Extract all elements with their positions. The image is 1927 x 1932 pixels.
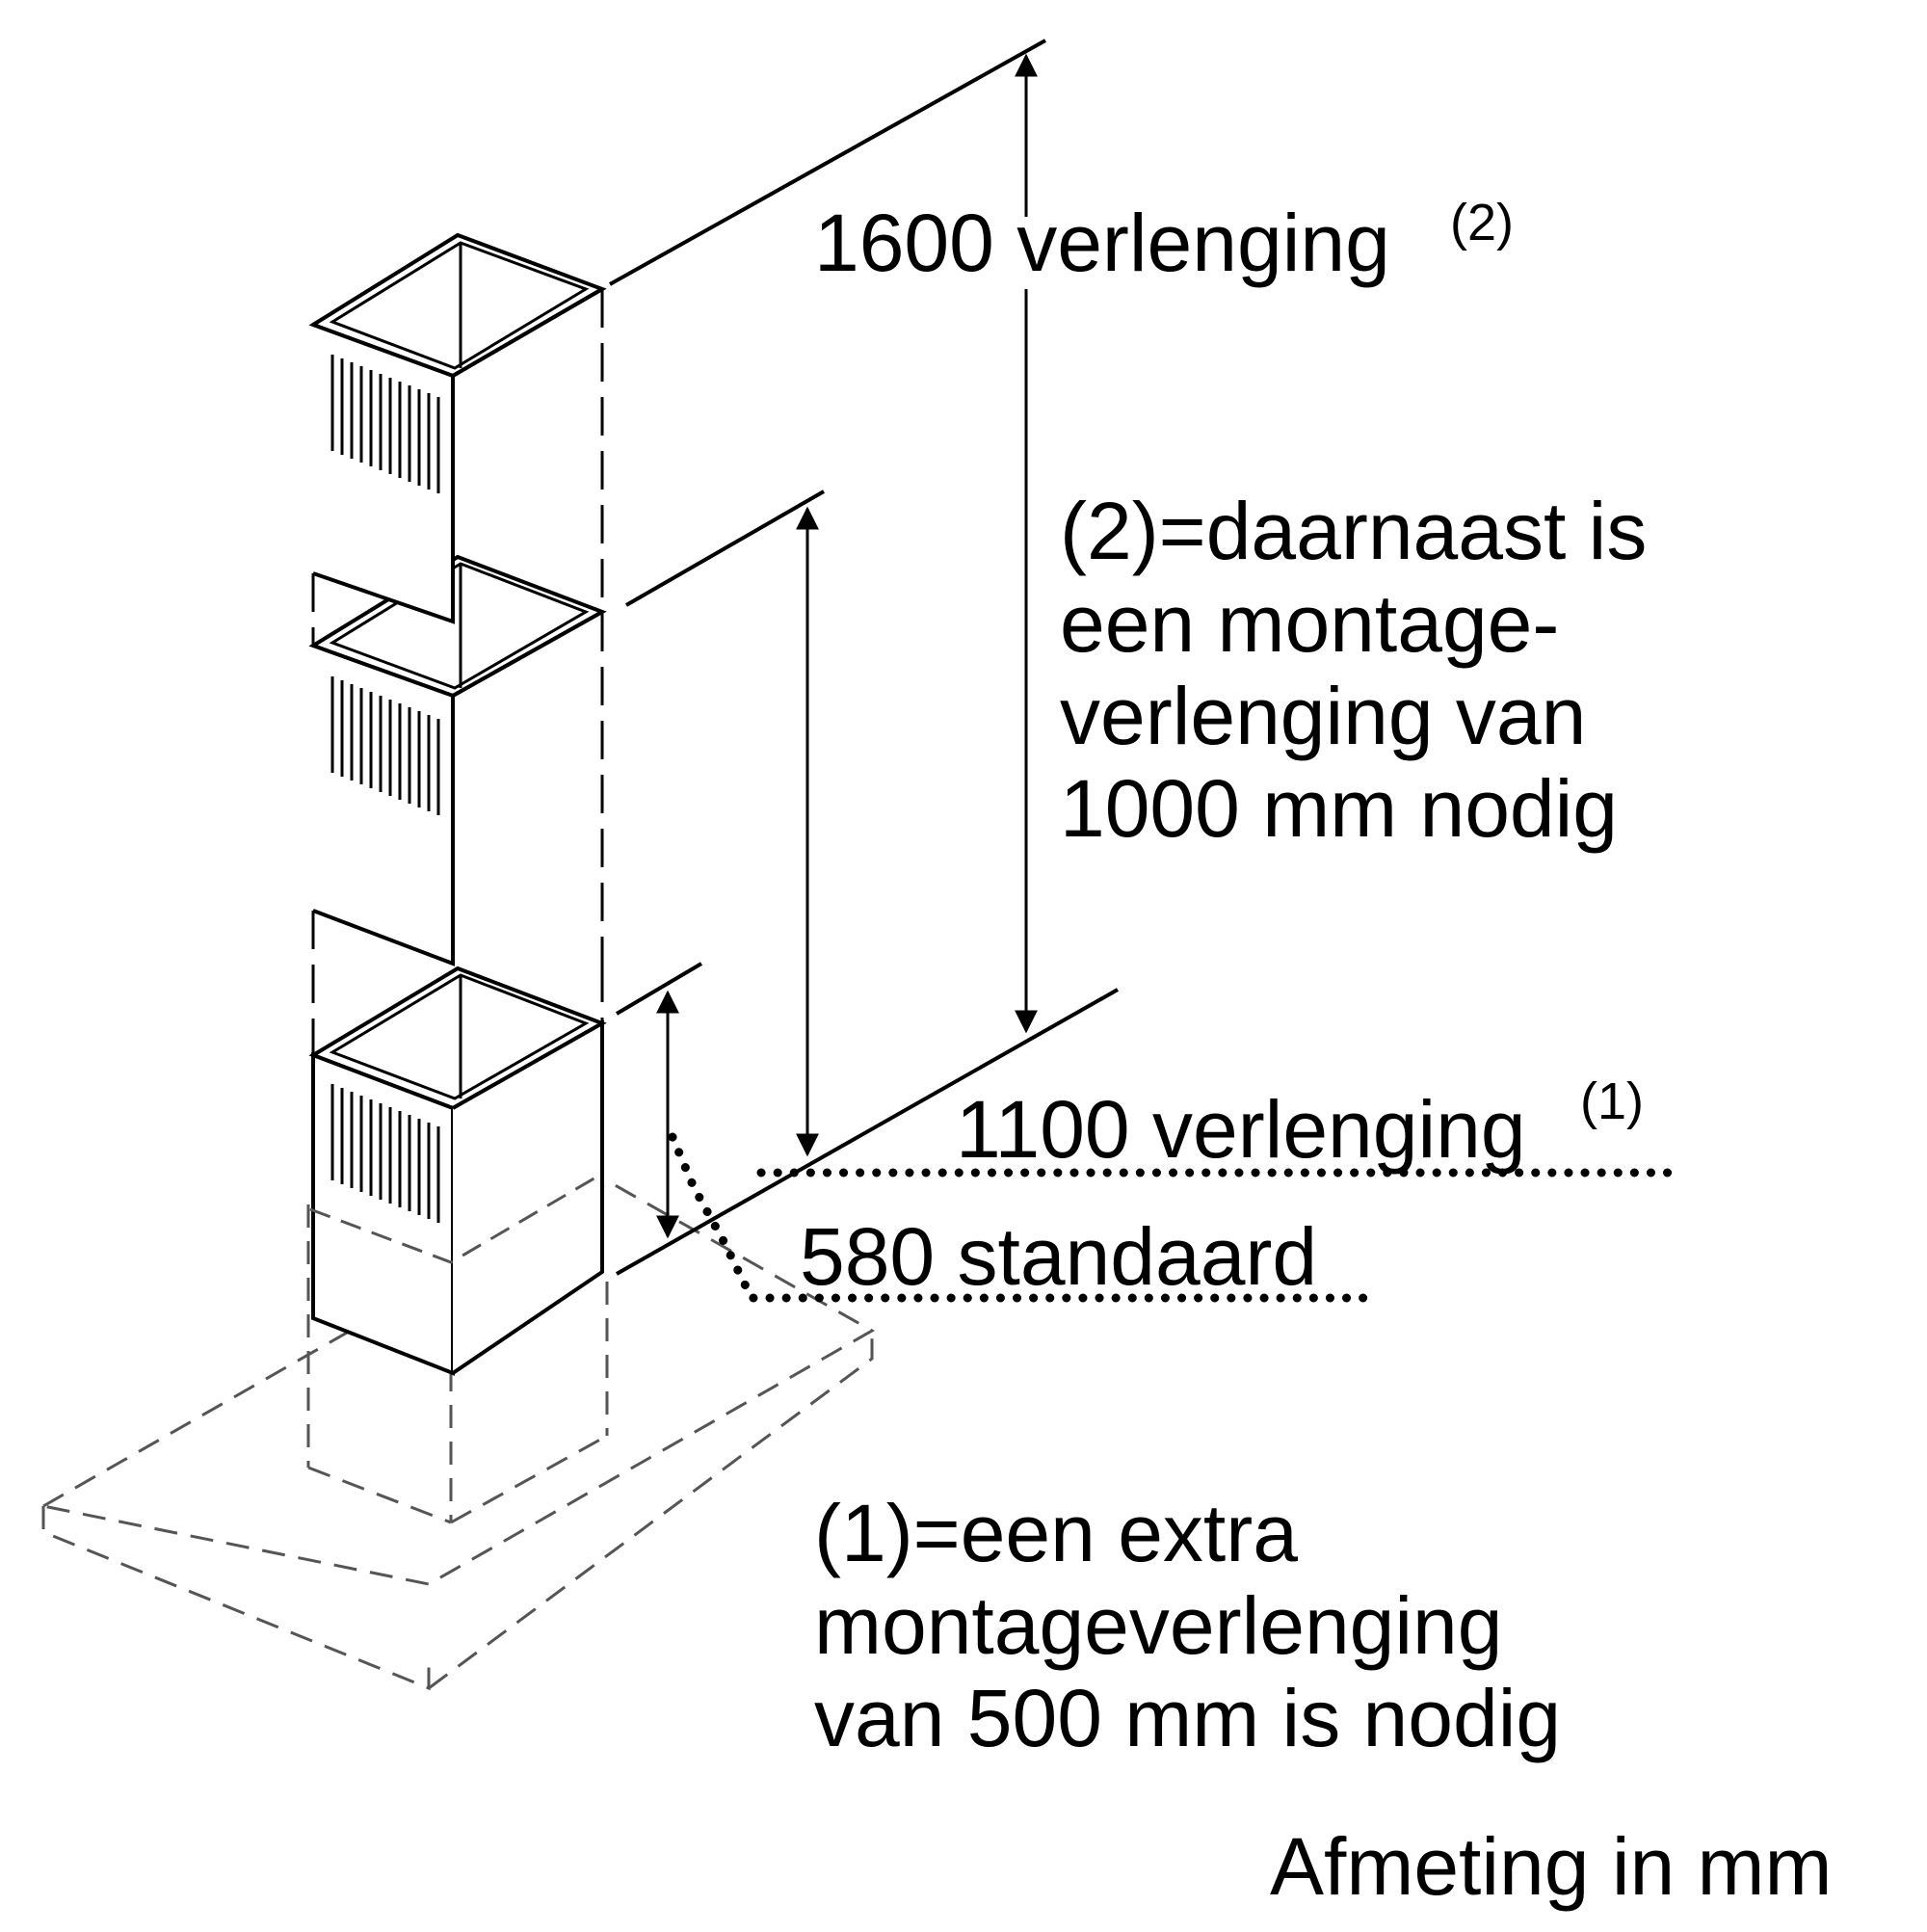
unit-note: Afmeting in mm <box>1270 1821 1833 1912</box>
chimney-section-middle <box>308 554 607 966</box>
dotted-leaders <box>668 1132 1686 1303</box>
chimney-section-bottom <box>308 966 607 1376</box>
label-1100-superscript: (1) <box>1580 1072 1644 1130</box>
label-1600-text: 1600 verlenging <box>814 198 1390 288</box>
note-2-line-4: 1000 mm nodig <box>1060 763 1619 854</box>
note-1-line-2: montageverlenging <box>814 1580 1503 1671</box>
label-1100-extension: 1100 verlenging <box>956 1089 1526 1170</box>
note-1-line-1: (1)=een extra <box>814 1488 1298 1578</box>
label-580-standard: 580 standaard <box>800 1211 1318 1302</box>
note-1-line-3: van 500 mm is nodig <box>814 1673 1562 1763</box>
reference-lines <box>609 39 1119 1276</box>
note-2: (2)=daarnaast is een montage- verlenging… <box>1060 485 1647 855</box>
dimension-arrows <box>656 53 1038 1239</box>
hood-base-outline <box>39 1180 876 1691</box>
label-1100-text: 1100 verlenging <box>956 1084 1526 1175</box>
note-1: (1)=een extra montageverlenging van 500 … <box>814 1487 1561 1764</box>
note-2-line-1: (2)=daarnaast is <box>1060 486 1648 576</box>
label-1600-superscript: (2) <box>1450 194 1514 251</box>
note-2-line-3: verlenging van <box>1060 671 1587 761</box>
chimney-section-top <box>308 232 607 624</box>
extension-outline <box>311 289 604 1055</box>
note-2-line-2: een montage- <box>1060 578 1560 669</box>
label-1600-extension: 1600 verlenging <box>814 202 1390 283</box>
